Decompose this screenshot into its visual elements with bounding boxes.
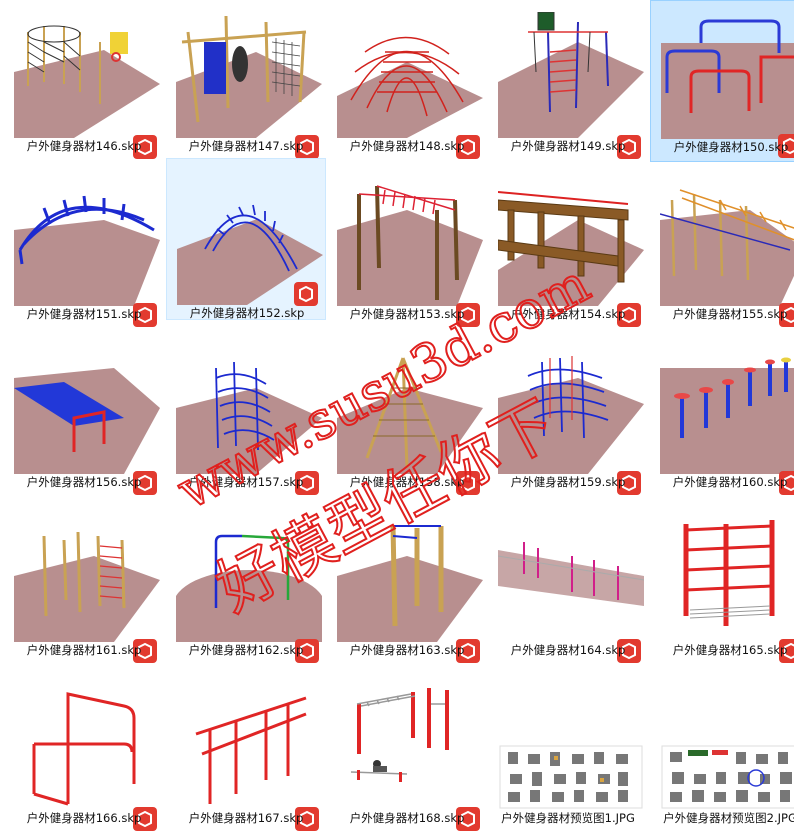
sketchup-icon [133, 807, 157, 831]
file-name: 户外健身器材151.skp [26, 307, 142, 321]
thumbnail-147 [176, 15, 322, 138]
sketchup-icon [133, 303, 157, 327]
file-tile-168[interactable]: 户外健身器材168.skp [327, 672, 487, 834]
file-name: 户外健身器材167.skp [188, 811, 304, 825]
file-tile-156[interactable]: 户外健身器材156.skp [4, 336, 164, 498]
file-tile-158[interactable]: 户外健身器材158.skp [327, 336, 487, 498]
thumbnail-156 [14, 368, 160, 474]
file-tile-166[interactable]: 户外健身器材166.skp [4, 672, 164, 834]
sketchup-icon [779, 303, 794, 327]
file-tile-159[interactable]: 户外健身器材159.skp [488, 336, 648, 498]
file-tile-preview2[interactable]: 户外健身器材预览图2.JPG [650, 672, 794, 834]
thumbnail-153 [337, 185, 483, 306]
sketchup-icon [133, 135, 157, 159]
sketchup-icon [617, 471, 641, 495]
file-name: 户外健身器材157.skp [188, 475, 304, 489]
file-tile-153[interactable]: 户外健身器材153.skp [327, 168, 487, 330]
file-tile-164[interactable]: 户外健身器材164.skp [488, 504, 648, 666]
thumbnail-154 [498, 191, 644, 306]
file-tile-147[interactable]: 户外健身器材147.skp [166, 0, 326, 162]
file-tile-151[interactable]: 户外健身器材151.skp [4, 168, 164, 330]
sketchup-icon [617, 639, 641, 663]
thumbnail-164 [498, 542, 644, 606]
thumbnail-152 [177, 204, 323, 305]
file-name: 户外健身器材预览图2.JPG [663, 811, 794, 825]
thumbnail-160 [660, 357, 794, 474]
file-name: 户外健身器材152.skp [189, 306, 305, 320]
file-name: 户外健身器材153.skp [349, 307, 465, 321]
thumbnail-168 [350, 688, 449, 782]
sketchup-icon [778, 134, 794, 158]
thumbnail-preview1 [499, 745, 643, 809]
file-tile-152[interactable]: 户外健身器材152.skp [166, 158, 326, 320]
sketchup-icon [133, 639, 157, 663]
file-tile-149[interactable]: 户外健身器材149.skp [488, 0, 648, 162]
thumbnail-preview2 [661, 745, 794, 809]
file-name: 户外健身器材156.skp [26, 475, 142, 489]
file-tile-150[interactable]: 户外健身器材150.skp [650, 0, 794, 162]
file-name: 户外健身器材159.skp [510, 475, 626, 489]
file-name: 户外健身器材155.skp [672, 307, 788, 321]
file-name: 户外健身器材166.skp [26, 811, 142, 825]
file-name: 户外健身器材158.skp [349, 475, 465, 489]
file-tile-163[interactable]: 户外健身器材163.skp [327, 504, 487, 666]
sketchup-icon [456, 807, 480, 831]
file-name: 户外健身器材168.skp [349, 811, 465, 825]
file-name: 户外健身器材预览图1.JPG [501, 811, 635, 825]
thumbnail-167 [195, 696, 307, 804]
file-tile-160[interactable]: 户外健身器材160.skp [650, 336, 794, 498]
thumbnail-158 [337, 357, 483, 474]
file-tile-161[interactable]: 户外健身器材161.skp [4, 504, 164, 666]
file-name: 户外健身器材162.skp [188, 643, 304, 657]
thumbnail-165 [683, 520, 775, 626]
thumbnail-162 [176, 534, 322, 642]
file-name: 户外健身器材154.skp [510, 307, 626, 321]
sketchup-icon [133, 471, 157, 495]
sketchup-icon [456, 639, 480, 663]
thumbnail-166 [32, 692, 136, 806]
file-name: 户外健身器材150.skp [673, 140, 789, 154]
sketchup-icon [294, 282, 318, 306]
file-tile-146[interactable]: 户外健身器材146.skp [4, 0, 164, 162]
sketchup-icon [295, 135, 319, 159]
sketchup-icon [779, 639, 794, 663]
thumbnail-161 [14, 531, 160, 642]
file-name: 户外健身器材146.skp [26, 139, 142, 153]
sketchup-icon [456, 471, 480, 495]
file-name: 户外健身器材149.skp [510, 139, 626, 153]
thumbnail-150 [661, 19, 794, 139]
file-tile-154[interactable]: 户外健身器材154.skp [488, 168, 648, 330]
file-tile-148[interactable]: 户外健身器材148.skp [327, 0, 487, 162]
file-name: 户外健身器材161.skp [26, 643, 142, 657]
file-tile-167[interactable]: 户外健身器材167.skp [166, 672, 326, 834]
file-name: 户外健身器材164.skp [510, 643, 626, 657]
file-name: 户外健身器材165.skp [672, 643, 788, 657]
sketchup-icon [456, 135, 480, 159]
file-name: 户外健身器材163.skp [349, 643, 465, 657]
file-tile-165[interactable]: 户外健身器材165.skp [650, 504, 794, 666]
thumbnail-151 [14, 195, 160, 306]
file-tile-preview1[interactable]: 户外健身器材预览图1.JPG [488, 672, 648, 834]
thumbnail-159 [498, 356, 644, 474]
sketchup-icon [456, 303, 480, 327]
sketchup-icon [779, 471, 794, 495]
file-name: 户外健身器材147.skp [188, 139, 304, 153]
sketchup-icon [295, 471, 319, 495]
file-tile-155[interactable]: 户外健身器材155.skp [650, 168, 794, 330]
file-name: 户外健身器材160.skp [672, 475, 788, 489]
thumbnail-146 [14, 25, 160, 138]
sketchup-icon [295, 639, 319, 663]
thumbnail-149 [498, 12, 644, 138]
thumbnail-163 [337, 525, 483, 642]
file-tile-162[interactable]: 户外健身器材162.skp [166, 504, 326, 666]
sketchup-icon [617, 135, 641, 159]
thumbnail-148 [337, 36, 483, 138]
sketchup-icon [295, 807, 319, 831]
thumbnail-155 [660, 189, 794, 306]
sketchup-icon [617, 303, 641, 327]
file-tile-157[interactable]: 户外健身器材157.skp [166, 336, 326, 498]
thumbnail-157 [176, 361, 322, 474]
file-name: 户外健身器材148.skp [349, 139, 465, 153]
